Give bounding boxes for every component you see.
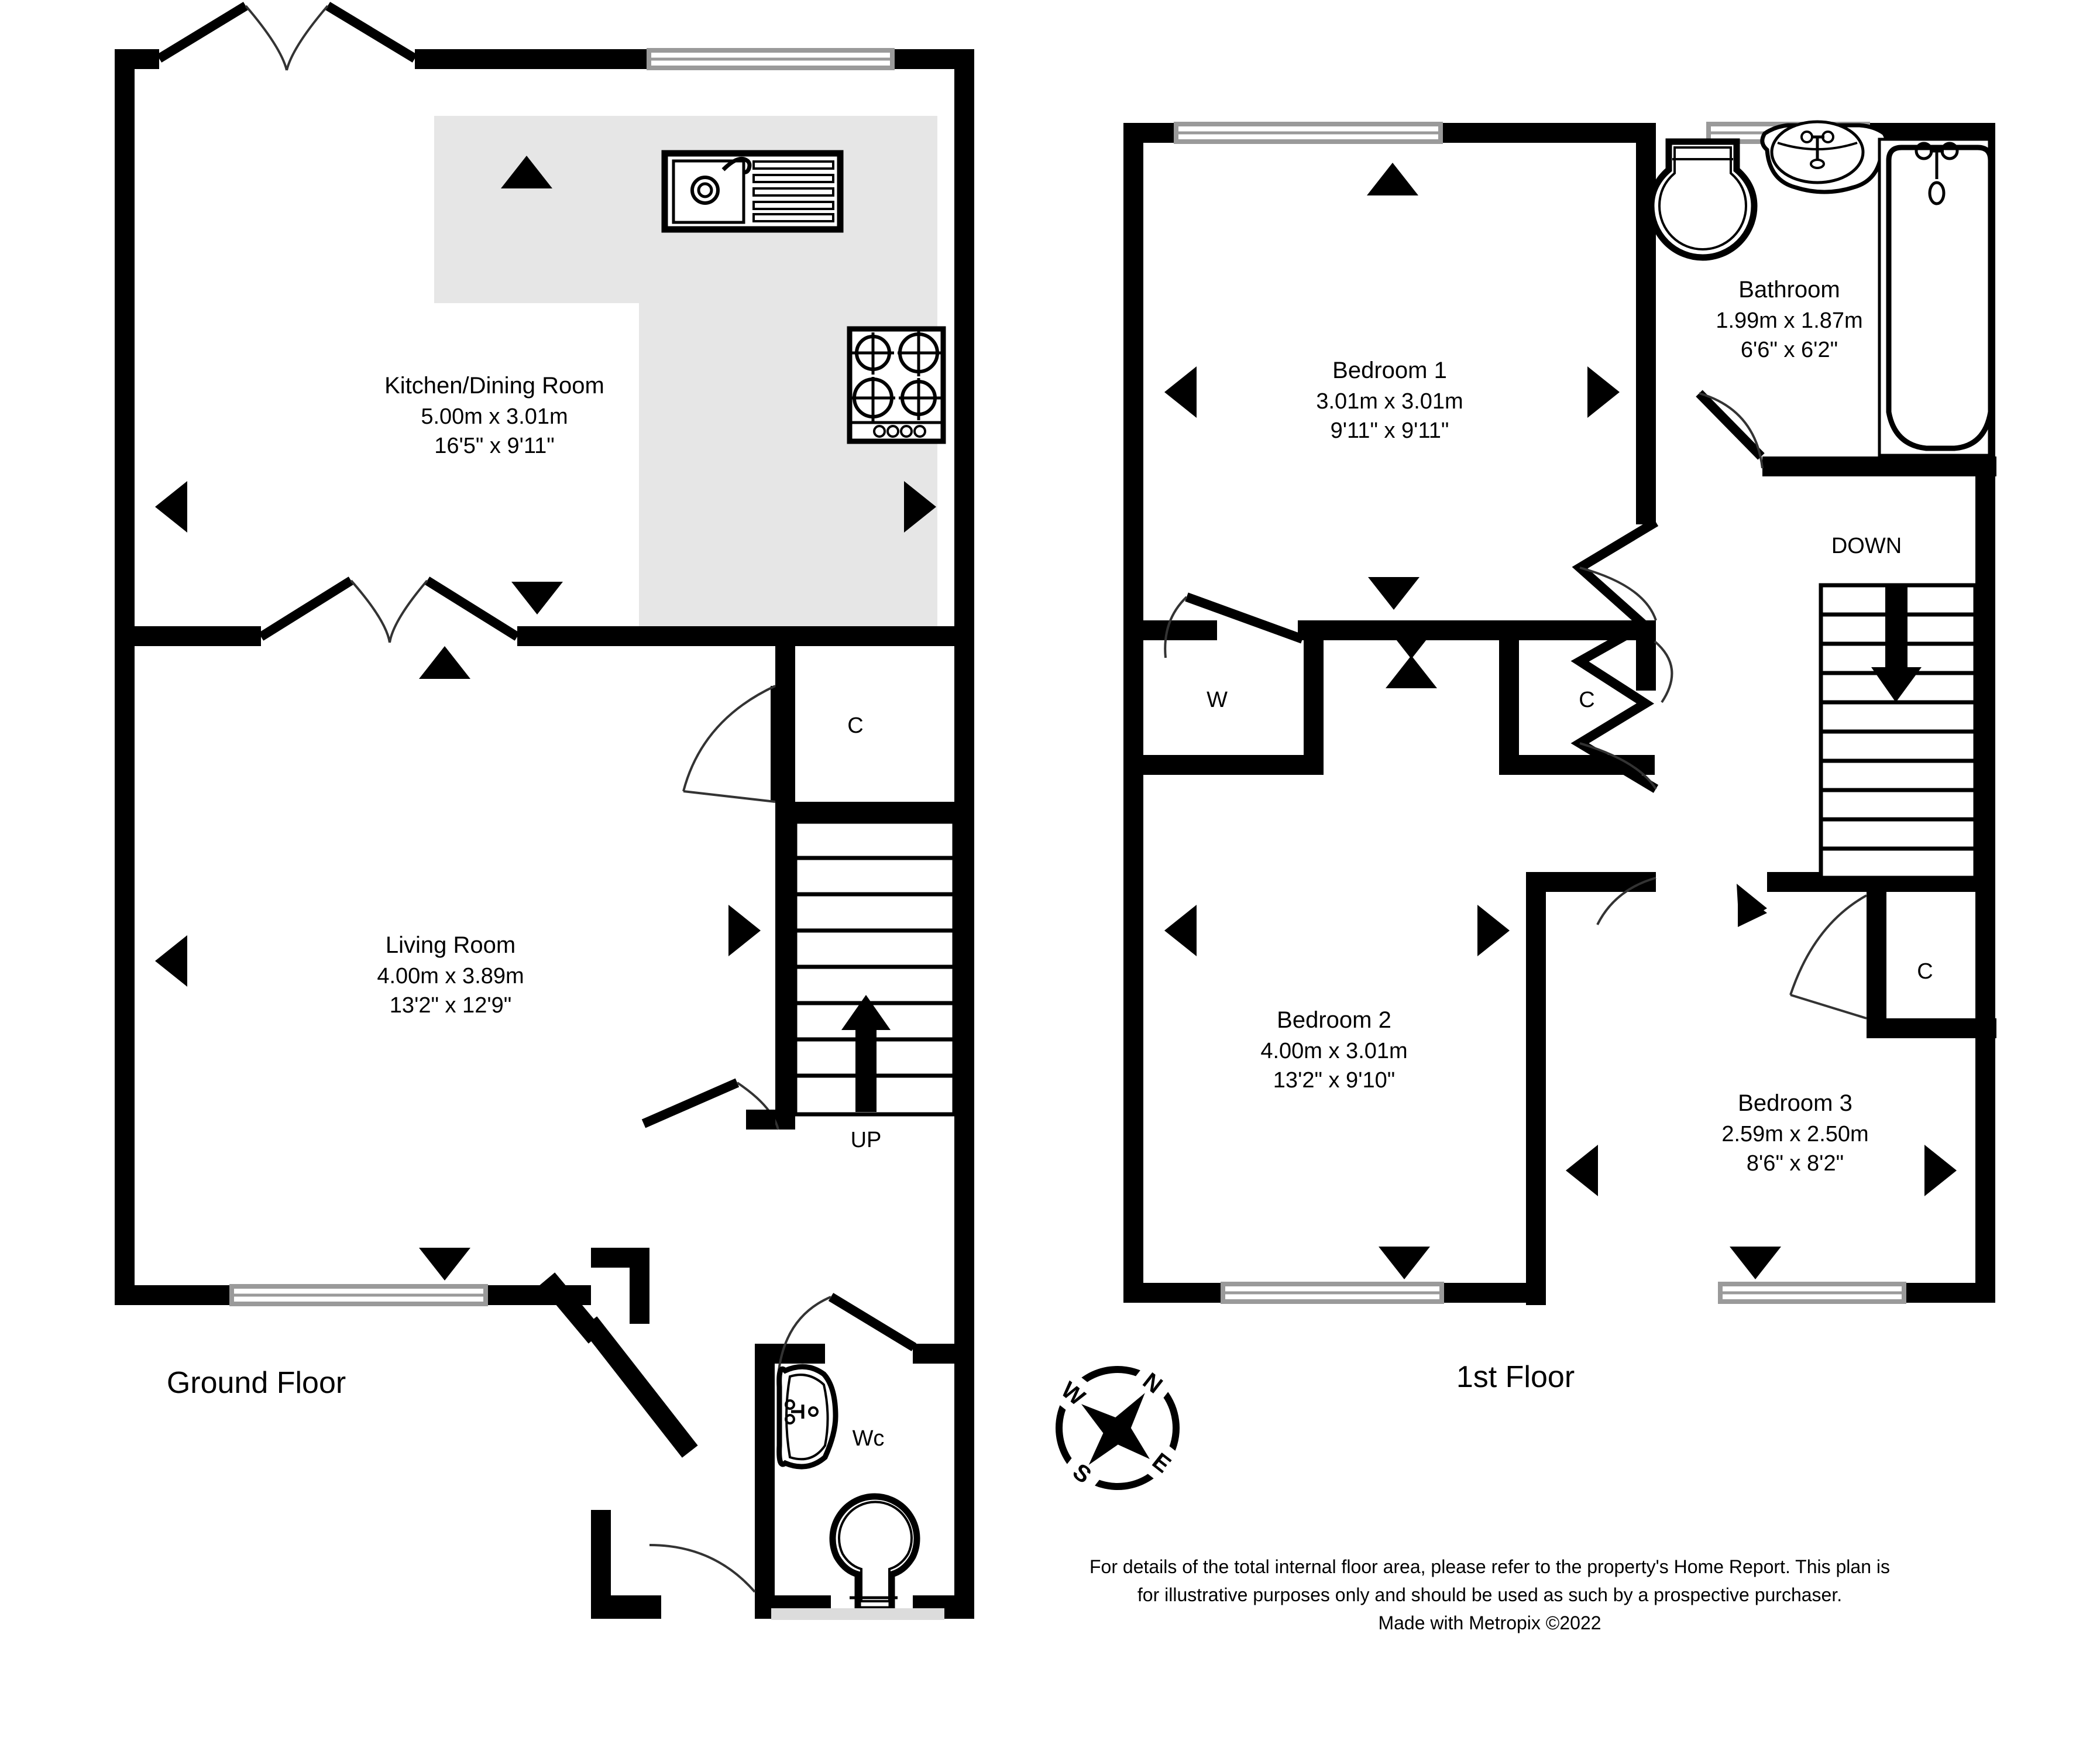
room-label-kitchen-dining: Kitchen/Dining Room	[384, 373, 604, 399]
dimension-arrow-down-bedroom1	[1368, 577, 1420, 610]
dimension-arrow-up-bedroom1	[1367, 163, 1418, 195]
dimension-arrow-down-bedroom2	[1379, 1247, 1430, 1279]
dimension-arrow-right-bedroom1	[1587, 366, 1620, 418]
bedroom3-window	[1718, 1282, 1906, 1304]
footer-line-1: For details of the total internal floor …	[1089, 1556, 1890, 1577]
room-dim-metric-bedroom-1: 3.01m x 3.01m	[1316, 389, 1463, 414]
staircase-down	[1819, 583, 1978, 880]
compass-rose: N S E W	[1052, 1362, 1183, 1494]
marker-wc: Wc	[853, 1426, 885, 1451]
dimension-arrow-up-living	[419, 646, 470, 679]
room-dim-imperial-bathroom: 6'6" x 6'2"	[1741, 338, 1838, 362]
dimension-arrow-down-kitchen	[511, 582, 563, 615]
door-arrow-down-landing	[1386, 626, 1437, 659]
door-arrow-up-landing	[1386, 655, 1437, 688]
living-room-double-door[interactable]	[258, 576, 520, 643]
wc-window	[771, 1608, 944, 1620]
footer-line-2: for illustrative purposes only and shoul…	[1137, 1584, 1842, 1605]
kitchen-sink-icon	[661, 150, 844, 233]
staircase-up	[793, 819, 957, 1117]
room-dim-metric-bedroom-3: 2.59m x 2.50m	[1721, 1122, 1868, 1146]
room-dim-imperial-bedroom-1: 9'11" x 9'11"	[1331, 418, 1449, 443]
kitchen-hob-icon	[847, 326, 946, 444]
room-dim-imperial-kitchen-dining: 16'5" x 9'11"	[434, 434, 555, 458]
wc-toilet-icon	[829, 1493, 920, 1613]
floor-label-first: 1st Floor	[1456, 1360, 1575, 1394]
bathroom-basin-icon	[1760, 120, 1889, 194]
room-label-bathroom: Bathroom	[1738, 277, 1840, 303]
ground-floor-plan: Kitchen/Dining Room 5.00m x 3.01m 16'5" …	[115, 2, 974, 1620]
door-leaf-marker	[1737, 884, 1767, 925]
room-dim-metric-kitchen-dining: 5.00m x 3.01m	[421, 404, 568, 429]
dimension-arrow-left-bedroom1	[1164, 366, 1197, 418]
dimension-arrow-right-kitchen	[904, 481, 936, 533]
kitchen-window	[647, 48, 895, 70]
dimension-arrow-left-living	[155, 935, 187, 987]
front-door[interactable]	[585, 1352, 756, 1593]
kitchen-patio-doors[interactable]	[156, 2, 418, 71]
marker-cupboard-ground: C	[847, 713, 863, 738]
compass-star-icon	[1081, 1393, 1150, 1465]
room-dim-imperial-living-room: 13'2" x 12'9"	[390, 993, 511, 1018]
ground-floor-walls	[115, 49, 974, 1619]
marker-cupboard-bedroom3: C	[1917, 959, 1933, 984]
dimension-arrow-right-bedroom2	[1477, 905, 1510, 956]
bedroom1-window	[1174, 122, 1443, 144]
dimension-arrow-left-bedroom2	[1164, 905, 1197, 956]
bathroom-toilet-icon	[1648, 138, 1758, 261]
marker-wardrobe: W	[1207, 688, 1228, 712]
marker-stairs-down: DOWN	[1831, 534, 1902, 558]
cupboard-ground-door[interactable]	[682, 685, 780, 803]
room-dim-metric-bathroom: 1.99m x 1.87m	[1716, 308, 1862, 333]
landing-door-arcs	[1579, 567, 1657, 790]
hall-to-living-door[interactable]	[641, 1078, 779, 1130]
room-label-living-room: Living Room	[386, 932, 515, 958]
marker-cupboard-landing: C	[1579, 688, 1594, 712]
footer-disclaimer: For details of the total internal floor …	[1089, 1556, 1890, 1633]
footer-line-3: Made with Metropix ©2022	[1378, 1612, 1601, 1633]
cupboard-landing-door[interactable]	[1649, 636, 1673, 703]
dimension-arrow-down-living	[419, 1248, 470, 1281]
bedroom2-window	[1221, 1282, 1444, 1304]
dimension-arrow-down-bedroom3	[1730, 1247, 1781, 1279]
stairs-down-arrow-icon	[1871, 585, 1922, 702]
room-label-bedroom-1: Bedroom 1	[1332, 358, 1447, 383]
marker-stairs-up: UP	[851, 1128, 882, 1152]
wc-basin-icon	[776, 1364, 838, 1470]
wardrobe-door[interactable]	[1164, 592, 1305, 658]
room-dim-imperial-bedroom-2: 13'2" x 9'10"	[1273, 1068, 1395, 1093]
room-label-bedroom-3: Bedroom 3	[1738, 1090, 1852, 1116]
dimension-arrow-up-kitchen	[501, 156, 552, 188]
room-dim-metric-bedroom-2: 4.00m x 3.01m	[1260, 1039, 1407, 1063]
cupboard-bedroom3-door[interactable]	[1789, 892, 1867, 1019]
wc-door[interactable]	[777, 1293, 917, 1376]
stairs-up-arrow-icon	[841, 995, 891, 1112]
room-dim-metric-living-room: 4.00m x 3.89m	[377, 964, 524, 988]
bathroom-bath-icon	[1878, 138, 1994, 457]
room-label-bedroom-2: Bedroom 2	[1277, 1007, 1391, 1033]
first-floor-plan: Bedroom 1 3.01m x 3.01m 9'11" x 9'11" Ba…	[1123, 120, 1996, 1394]
bathroom-door[interactable]	[1696, 390, 1765, 469]
dimension-arrow-left-bedroom3	[1566, 1145, 1598, 1196]
dimension-arrow-right-bedroom3	[1924, 1145, 1957, 1196]
room-dim-imperial-bedroom-3: 8'6" x 8'2"	[1747, 1151, 1844, 1176]
dimension-arrow-left-kitchen	[155, 481, 187, 533]
floor-label-ground: Ground Floor	[167, 1366, 346, 1400]
living-room-window	[229, 1284, 488, 1306]
dimension-arrow-right-living	[728, 905, 761, 956]
